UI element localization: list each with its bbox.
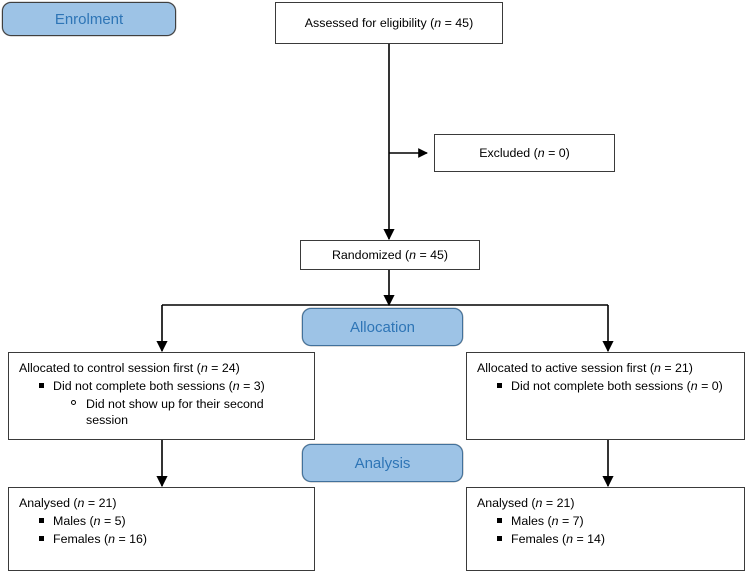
analysed-left-heading-post: = 21) xyxy=(84,496,117,510)
node-allocated-active: Allocated to active session first (n = 2… xyxy=(466,352,745,440)
alloc-left-item-0-post: = 3) xyxy=(239,379,265,394)
list-item: Females (n = 16) xyxy=(39,531,304,547)
list-item: Did not show up for their second session xyxy=(71,396,304,429)
list-item: Did not complete both sessions (n = 0) xyxy=(497,378,734,394)
list-item: Males (n = 5) xyxy=(39,513,304,529)
analysed-right-heading-pre: Analysed ( xyxy=(477,496,536,510)
analysed-left-item-0-post: = 5) xyxy=(100,514,126,529)
assessed-text-pre: Assessed for eligibility ( xyxy=(304,15,435,30)
analysed-right-item-1-post: = 14) xyxy=(573,531,606,546)
square-bullet-icon xyxy=(497,518,502,524)
square-bullet-icon xyxy=(497,535,502,541)
excluded-text-pre: Excluded ( xyxy=(479,145,538,160)
stage-label-analysis: Analysis xyxy=(302,444,463,482)
analysed-right-item-1-italic-n: n xyxy=(566,531,573,546)
node-assessed-for-eligibility: Assessed for eligibility (n = 45) xyxy=(275,2,503,44)
stage-allocation-text: Allocation xyxy=(349,318,416,336)
analysed-right-heading-post: = 21) xyxy=(542,496,575,510)
allocated-control-list: Did not complete both sessions (n = 3) D… xyxy=(19,378,304,428)
analysed-right-item-0-post: = 7) xyxy=(558,514,584,529)
randomized-italic-n: n xyxy=(409,247,416,262)
list-item: Females (n = 14) xyxy=(497,531,734,547)
alloc-left-item-0-pre: Did not complete both sessions ( xyxy=(53,379,233,394)
square-bullet-icon xyxy=(497,383,502,389)
node-randomized: Randomized (n = 45) xyxy=(300,240,480,270)
square-bullet-icon xyxy=(39,535,44,541)
analysed-left-item-1-pre: Females ( xyxy=(53,531,109,546)
analysed-left-item-1-post: = 16) xyxy=(115,531,148,546)
stage-enrolment-text: Enrolment xyxy=(54,10,124,28)
excluded-text-post: = 0) xyxy=(544,145,570,160)
analysed-right-heading-italic-n: n xyxy=(535,496,543,510)
alloc-left-heading-pre: Allocated to control session first ( xyxy=(19,361,201,375)
analysed-active-list: Males (n = 7) Females (n = 14) xyxy=(477,513,734,547)
stage-label-enrolment: Enrolment xyxy=(2,2,176,36)
alloc-right-item-0-pre: Did not complete both sessions ( xyxy=(511,379,691,394)
stage-label-allocation: Allocation xyxy=(302,308,463,346)
analysed-active-heading: Analysed (n = 21) xyxy=(477,495,734,511)
analysed-left-item-0-italic-n: n xyxy=(93,514,101,529)
alloc-left-item-0-italic-n: n xyxy=(232,379,240,394)
alloc-left-heading-post: = 24) xyxy=(207,361,240,375)
allocated-control-sublist: Did not show up for their second session xyxy=(53,396,304,429)
node-analysed-active-body: Analysed (n = 21) Males (n = 7) Females … xyxy=(467,488,744,554)
randomized-text-post: = 45) xyxy=(416,247,449,262)
analysed-right-item-1-pre: Females ( xyxy=(511,531,567,546)
node-analysed-active: Analysed (n = 21) Males (n = 7) Females … xyxy=(466,487,745,571)
alloc-right-item-0-italic-n: n xyxy=(690,379,698,394)
alloc-left-heading-italic-n: n xyxy=(200,361,208,375)
analysed-right-item-0-pre: Males ( xyxy=(511,514,552,529)
analysed-control-list: Males (n = 5) Females (n = 16) xyxy=(19,513,304,547)
circle-bullet-icon xyxy=(71,399,76,405)
node-randomized-text: Randomized (n = 45) xyxy=(324,247,456,263)
assessed-italic-n: n xyxy=(434,15,442,30)
analysed-left-heading-pre: Analysed ( xyxy=(19,496,78,510)
alloc-right-heading-italic-n: n xyxy=(653,361,661,375)
allocated-control-heading: Allocated to control session first (n = … xyxy=(19,360,304,376)
node-analysed-control: Analysed (n = 21) Males (n = 5) Females … xyxy=(8,487,315,571)
alloc-right-heading-pre: Allocated to active session first ( xyxy=(477,361,654,375)
node-allocated-control-body: Allocated to control session first (n = … xyxy=(9,353,314,436)
analysed-left-heading-italic-n: n xyxy=(77,496,85,510)
node-allocated-control: Allocated to control session first (n = … xyxy=(8,352,315,440)
allocated-active-list: Did not complete both sessions (n = 0) xyxy=(477,378,734,394)
list-item: Did not complete both sessions (n = 3) D… xyxy=(39,378,304,428)
node-excluded-text: Excluded (n = 0) xyxy=(471,145,578,161)
stage-analysis-text: Analysis xyxy=(354,454,411,472)
allocated-active-heading: Allocated to active session first (n = 2… xyxy=(477,360,734,376)
node-excluded: Excluded (n = 0) xyxy=(434,134,615,172)
list-item: Males (n = 7) xyxy=(497,513,734,529)
excluded-italic-n: n xyxy=(537,145,545,160)
square-bullet-icon xyxy=(39,518,44,524)
alloc-left-subitem-0-text: Did not show up for their second session xyxy=(86,396,264,428)
analysed-right-item-0-italic-n: n xyxy=(551,514,559,529)
square-bullet-icon xyxy=(39,383,44,389)
assessed-text-post: = 45) xyxy=(441,15,474,30)
node-assessed-text: Assessed for eligibility (n = 45) xyxy=(297,15,481,31)
analysed-left-item-0-pre: Males ( xyxy=(53,514,94,529)
randomized-text-pre: Randomized ( xyxy=(331,247,410,262)
analysed-left-item-1-italic-n: n xyxy=(108,531,115,546)
alloc-right-heading-post: = 21) xyxy=(660,361,693,375)
node-allocated-active-body: Allocated to active session first (n = 2… xyxy=(467,353,744,402)
node-analysed-control-body: Analysed (n = 21) Males (n = 5) Females … xyxy=(9,488,314,554)
alloc-right-item-0-post: = 0) xyxy=(697,379,723,394)
analysed-control-heading: Analysed (n = 21) xyxy=(19,495,304,511)
